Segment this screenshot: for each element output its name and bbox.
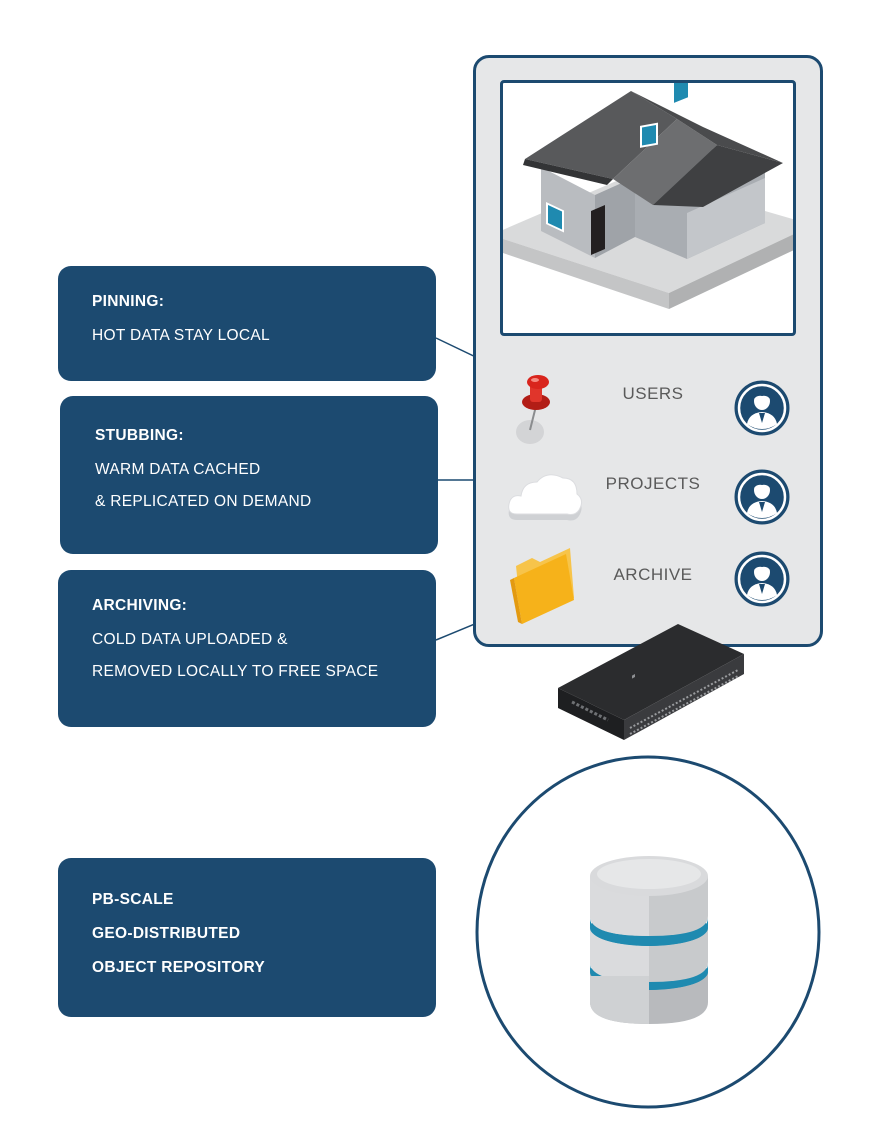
user-avatar-icon: [734, 380, 790, 436]
row-label-users: USERS: [622, 384, 684, 403]
callout-archiving: ARCHIVING: COLD DATA UPLOADED & REMOVED …: [58, 570, 436, 727]
house-icon: [503, 83, 793, 309]
pushpin-icon: [516, 375, 550, 444]
callout-repository-line-3: OBJECT REPOSITORY: [92, 959, 266, 976]
database-icon: [590, 856, 708, 1024]
callout-archiving-title: ARCHIVING:: [92, 597, 188, 614]
callout-repository-line-1: PB-SCALE: [92, 891, 174, 908]
callout-stubbing-line-2: & REPLICATED ON DEMAND: [95, 493, 312, 510]
folder-icon: [510, 548, 574, 624]
callout-repository-line-2: GEO-DISTRIBUTED: [92, 925, 241, 942]
user-avatar-icon: [734, 551, 790, 607]
row-label-archive: ARCHIVE: [613, 565, 693, 584]
callout-pinning-line-1: HOT DATA STAY LOCAL: [92, 327, 270, 344]
network-switch-icon: [558, 624, 744, 740]
house-illustration-box: [500, 80, 796, 336]
callout-archiving-line-2: REMOVED LOCALLY TO FREE SPACE: [92, 663, 379, 680]
callout-stubbing-line-1: WARM DATA CACHED: [95, 461, 261, 478]
callout-archiving-line-1: COLD DATA UPLOADED &: [92, 631, 288, 648]
callout-repository: PB-SCALE GEO-DISTRIBUTED OBJECT REPOSITO…: [58, 858, 436, 1017]
row-label-projects: PROJECTS: [605, 474, 701, 493]
user-avatar-icon: [734, 469, 790, 525]
callout-stubbing: STUBBING: WARM DATA CACHED & REPLICATED …: [60, 396, 438, 554]
callout-pinning: PINNING: HOT DATA STAY LOCAL: [58, 266, 436, 381]
callout-stubbing-title: STUBBING:: [95, 427, 184, 444]
callout-pinning-title: PINNING:: [92, 293, 165, 310]
cloud-icon: [508, 474, 583, 521]
